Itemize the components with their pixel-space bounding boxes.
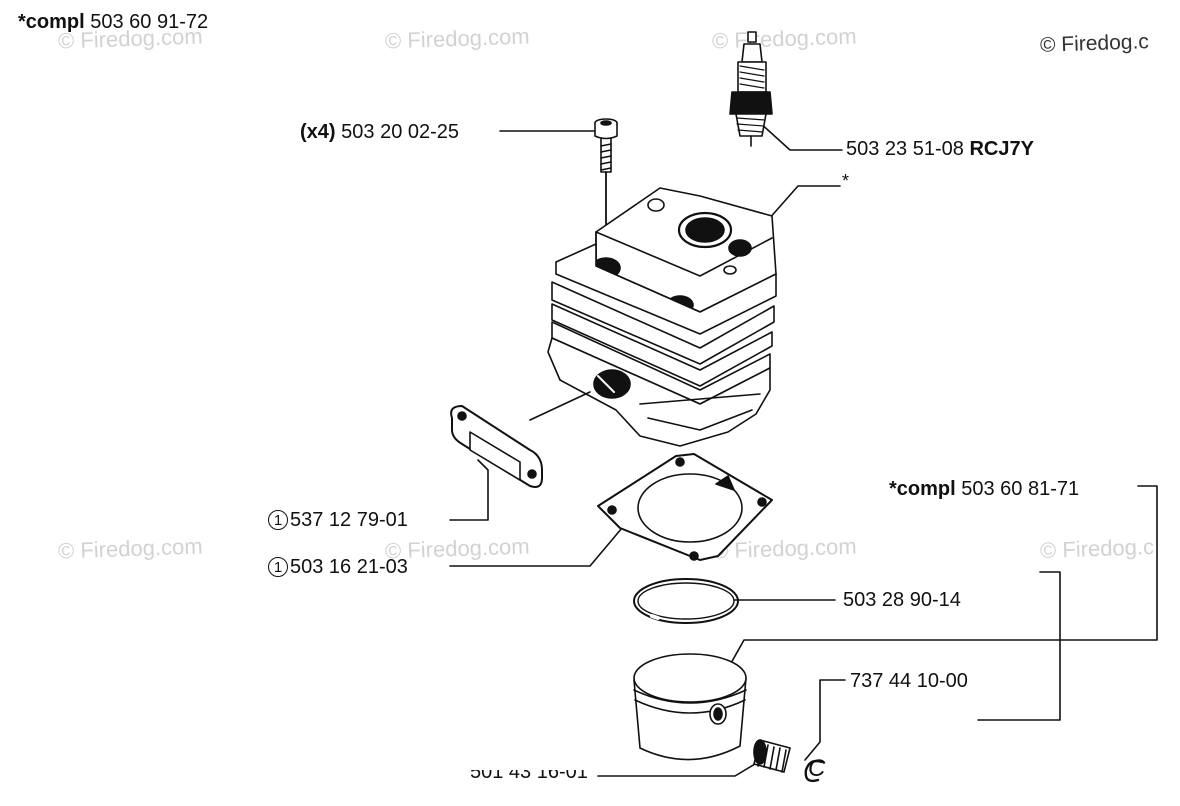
- part-number: 503 60 91-72: [90, 11, 209, 33]
- part-number: 737 44 10-00: [850, 670, 968, 692]
- cylinder-base-gasket: [597, 453, 773, 561]
- muffler-gasket: [450, 405, 543, 488]
- label-piston-ring: 503 28 90-14: [843, 589, 961, 611]
- part-number: 503 60 81-71: [961, 478, 1080, 500]
- leader-lines: [449, 111, 1158, 777]
- label-needle-bearing: 501 43 16-01: [470, 770, 588, 785]
- part-number: 503 23 51-08: [846, 138, 964, 160]
- spark-plug: [718, 31, 773, 152]
- label-prefix: *compl: [18, 11, 85, 33]
- needle-bearing: [753, 739, 791, 773]
- cylinder-screw: [594, 118, 618, 271]
- cylinder: [529, 187, 777, 447]
- plug-code: RCJ7Y: [969, 138, 1034, 160]
- label-spark-plug: 503 23 51-08 RCJ7Y: [846, 138, 1034, 160]
- part-number: 503 20 02-25: [341, 121, 460, 143]
- label-screw: (x4) 503 20 02-25: [300, 121, 459, 143]
- clip-letter: C: [808, 755, 826, 782]
- part-number: 503 16 21-03: [290, 556, 408, 578]
- label-circlip: 737 44 10-00: [850, 670, 968, 692]
- part-number: 537 12 79-01: [290, 509, 408, 531]
- circlip: [804, 759, 824, 783]
- part-number: *: [842, 171, 850, 191]
- part-number: 501 43 16-01: [470, 770, 588, 783]
- label-cylinder: *: [842, 170, 849, 192]
- piston-ring: [633, 578, 739, 624]
- label-piston-kit: *compl 503 60 81-71: [889, 478, 1079, 500]
- label-cylinder-kit: *compl 503 60 91-72: [18, 11, 208, 33]
- piston: [633, 653, 747, 761]
- label-prefix: *compl: [889, 478, 956, 500]
- reference-number-badge: 1: [268, 510, 288, 530]
- reference-number-badge: 1: [268, 557, 288, 577]
- label-qty: (x4): [300, 121, 336, 143]
- clip-letter-text: C: [808, 755, 826, 782]
- part-number: 503 28 90-14: [843, 589, 961, 611]
